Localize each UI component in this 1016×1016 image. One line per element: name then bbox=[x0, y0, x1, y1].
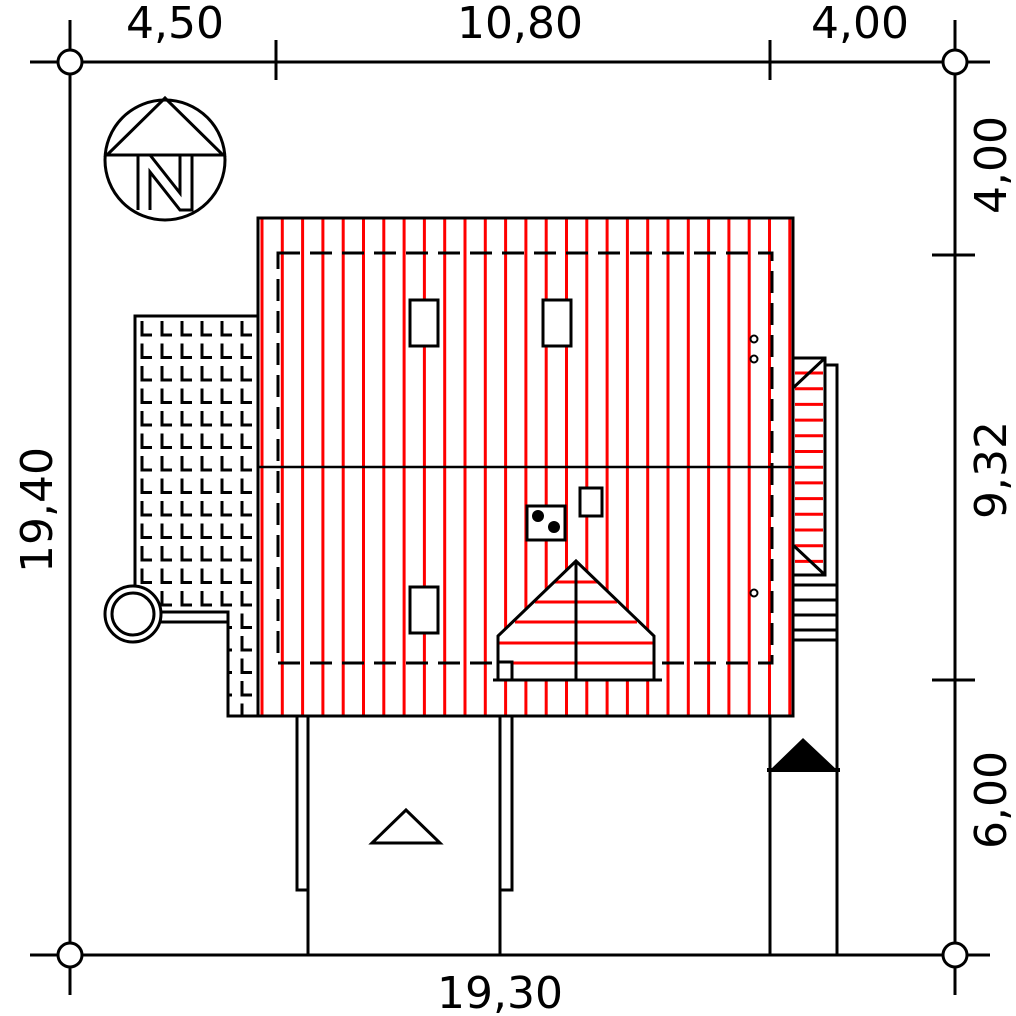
north-arrow-icon: N bbox=[103, 95, 227, 222]
dim-top-middle: 10,80 bbox=[457, 0, 583, 49]
dim-top-right: 4,00 bbox=[811, 0, 909, 49]
porch-roof bbox=[791, 356, 827, 577]
round-planter bbox=[103, 584, 163, 644]
dim-right-bottom: 6,00 bbox=[966, 751, 1016, 849]
corner-markers bbox=[56, 48, 969, 969]
driveway-post-left bbox=[295, 714, 310, 892]
chimney bbox=[525, 504, 567, 542]
entrance-stairs bbox=[793, 583, 837, 642]
entrance-triangle-icon bbox=[767, 738, 840, 772]
front-gable bbox=[493, 558, 662, 682]
skylight bbox=[408, 298, 440, 348]
dim-left: 19,40 bbox=[12, 447, 63, 573]
house-roof bbox=[256, 216, 795, 718]
dim-right-top: 4,00 bbox=[966, 116, 1016, 214]
vent-markers bbox=[749, 334, 759, 598]
dim-bottom: 19,30 bbox=[437, 968, 563, 1016]
skylight bbox=[578, 486, 604, 518]
skylight bbox=[541, 298, 573, 348]
terrace bbox=[133, 314, 260, 718]
dim-right-middle: 9,32 bbox=[966, 421, 1016, 519]
garage-entrance-triangle-icon bbox=[368, 807, 444, 845]
dim-top-left: 4,50 bbox=[126, 0, 224, 49]
eaves-outline bbox=[276, 251, 774, 665]
driveway-post-right bbox=[498, 714, 514, 892]
skylight bbox=[408, 585, 440, 635]
